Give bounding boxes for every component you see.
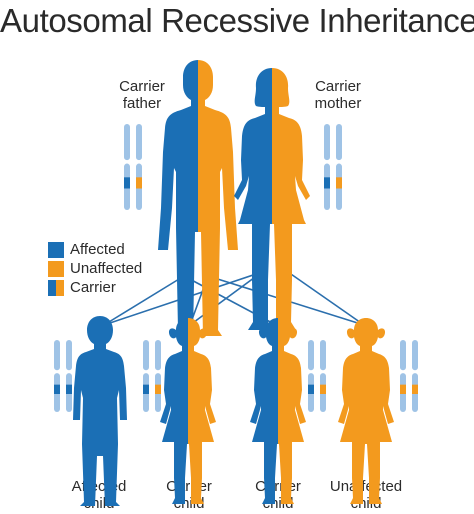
- chromosome-pairs: [54, 124, 418, 412]
- child-2-figure: [160, 318, 216, 504]
- line-parent-2-to-child-4: [287, 271, 365, 326]
- child-3-figure: [250, 318, 306, 504]
- legend-item-affected: Affected: [48, 240, 142, 259]
- mother-label-line2: mother: [314, 95, 362, 112]
- line-parent-1-to-child-1: [103, 275, 185, 326]
- father-label: Carrier father: [102, 78, 182, 112]
- father-figure: [158, 60, 238, 336]
- legend: Affected Unaffected Carrier: [48, 240, 142, 297]
- mother-chromosomes: [324, 124, 342, 210]
- legend-swatch-unaffected: [48, 260, 64, 277]
- figures: [73, 60, 394, 506]
- child-4-figure: [338, 318, 394, 504]
- legend-swatch-carrier: [48, 279, 64, 296]
- legend-item-unaffected: Unaffected: [48, 259, 142, 278]
- father-label-line1: Carrier: [119, 78, 165, 95]
- diagram-title: Autosomal Recessive Inheritance: [0, 2, 474, 39]
- child-3-chromosomes: [308, 340, 326, 412]
- child-4-chromosomes: [400, 340, 418, 412]
- legend-label-carrier: Carrier: [70, 279, 116, 296]
- legend-label-affected: Affected: [70, 241, 125, 258]
- child-4-label-line1: Unaffected: [329, 478, 403, 495]
- child-2-chromosomes: [143, 340, 161, 412]
- father-label-line2: father: [122, 95, 162, 112]
- legend-label-unaffected: Unaffected: [70, 260, 143, 277]
- mother-label: Carrier mother: [298, 78, 378, 112]
- father-chromosomes: [124, 124, 142, 210]
- child-1-chromosomes: [54, 340, 72, 412]
- legend-item-carrier: Carrier: [48, 278, 142, 297]
- mother-label-line1: Carrier: [315, 78, 361, 95]
- inheritance-lines: [103, 271, 365, 326]
- child-1-figure: [73, 316, 127, 506]
- legend-swatch-affected: [48, 241, 64, 258]
- mother-figure: [234, 68, 310, 330]
